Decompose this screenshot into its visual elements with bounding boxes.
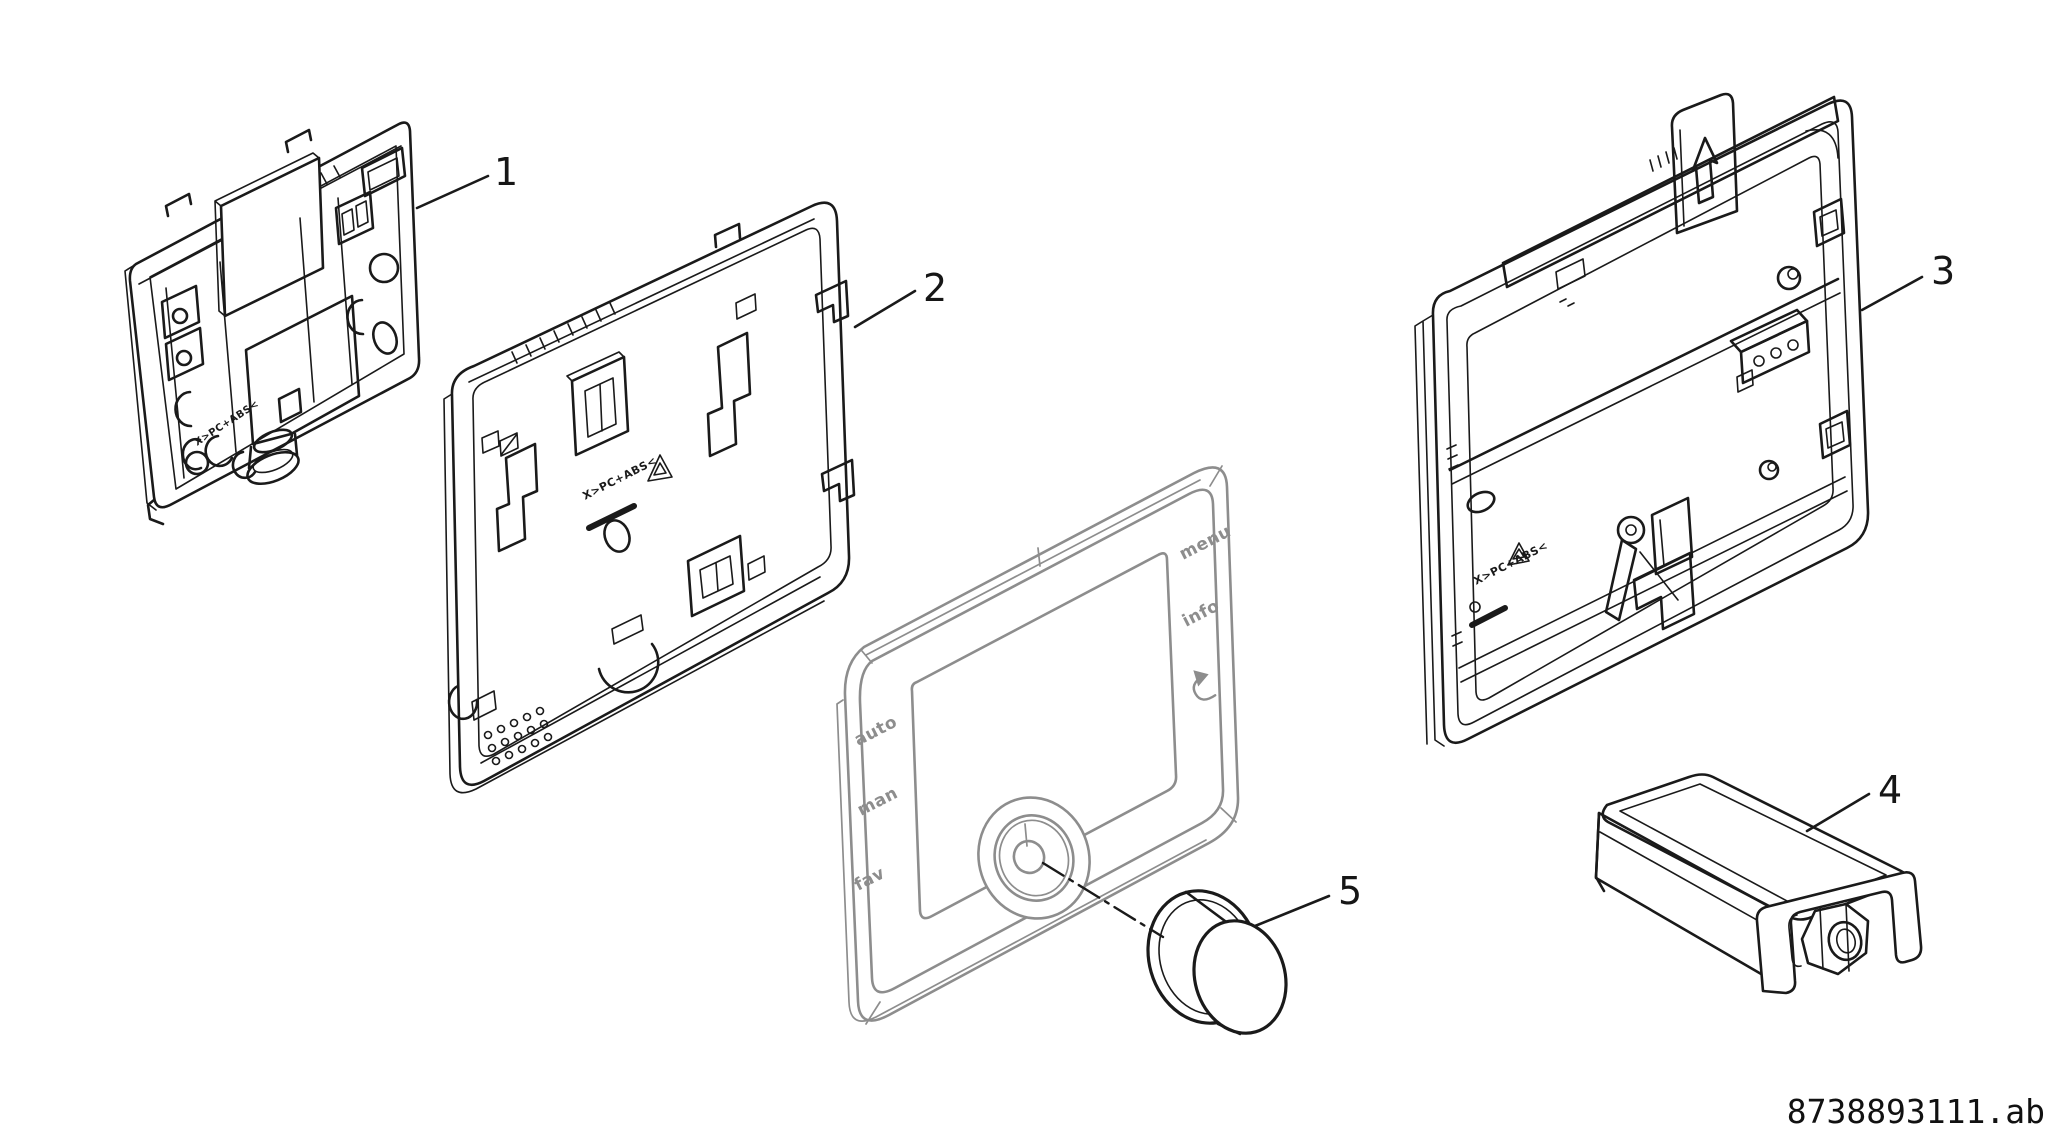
part3-side-tab	[1818, 409, 1852, 460]
part2-square-boss	[686, 534, 746, 618]
assembly-axis-line	[1041, 861, 1165, 939]
part3-lower-rails	[1458, 476, 1848, 683]
part1-side-face	[124, 265, 157, 511]
part1-cylinder-flange	[246, 450, 300, 486]
part2-material-marking: X>PC+ABS<	[580, 454, 659, 503]
part4-lid-seam	[1619, 783, 1887, 909]
part-5-rotary-knob	[1146, 889, 1288, 1036]
part-3-wall-mounting-plate: X>PC+ABS<	[1414, 92, 1870, 747]
part1-terminal-block	[164, 326, 205, 382]
part1-terminal-block	[160, 284, 201, 340]
part1-outline	[128, 121, 421, 509]
leader-lines	[415, 174, 1924, 939]
part3-latch-lever	[1604, 496, 1696, 631]
part3-frame-inner	[1446, 121, 1854, 726]
part2-inner-wall	[472, 227, 832, 757]
up-arrow-icon	[1691, 136, 1719, 205]
part2-stepped-cutout	[495, 442, 539, 553]
part4-bracket	[1755, 871, 1923, 995]
knob-socket	[977, 796, 1091, 920]
part1-snap-clip	[204, 434, 234, 468]
part2-square-boss	[570, 355, 630, 457]
callout-1: 1	[494, 150, 519, 194]
part2-cable-notch	[597, 642, 660, 694]
part1-terminal-block	[334, 190, 375, 246]
leader-line-4	[1805, 792, 1871, 833]
drawing-number: 8738893111.ab	[1786, 1092, 2045, 1131]
part3-side-tab	[1812, 197, 1846, 248]
leader-line-1	[415, 174, 490, 210]
return-arrow-icon	[1192, 670, 1217, 701]
part1-display-window	[219, 156, 325, 318]
part-1-electronics-module: X>PC+ABS<	[124, 121, 421, 526]
part2-serrations	[511, 302, 616, 364]
part3-screw-boss	[1776, 265, 1802, 291]
callout-2: 2	[923, 266, 948, 310]
part3-number-marking	[1469, 605, 1508, 628]
part4-cable-gland-nut	[1800, 902, 1870, 976]
button-label-auto: auto	[851, 712, 901, 750]
part1-snap-clip	[231, 450, 257, 480]
button-label-menu: menu	[1176, 521, 1234, 564]
callout-3: 3	[1931, 249, 1956, 293]
leader-line-3	[1860, 275, 1924, 312]
callout-4: 4	[1878, 768, 1903, 812]
unit-side-face	[836, 699, 1207, 1022]
part3-snap-tab	[1670, 92, 1739, 235]
part1-snap-clip	[346, 298, 365, 336]
part2-side-face	[443, 393, 825, 794]
part3-serrations	[1649, 147, 1678, 172]
part3-top-rail	[1501, 95, 1840, 289]
unit-display-screen	[910, 552, 1178, 920]
part-4-sensor-box	[1594, 773, 1923, 995]
part1-lower-flap	[244, 294, 361, 446]
part3-rail	[1448, 277, 1840, 472]
unit-frame-mitres	[861, 465, 1237, 1025]
part1-top-tabs	[164, 128, 313, 218]
part2-stepped-cutout	[706, 331, 752, 458]
recycling-triangle-icon	[1507, 542, 1530, 566]
part3-screw-boss	[1758, 459, 1780, 481]
unit-front-frame	[858, 488, 1225, 994]
part3-back-plate	[1466, 155, 1834, 701]
part2-outline	[450, 201, 851, 786]
part4-gland-hole	[1827, 920, 1863, 962]
button-label-fav: fav	[851, 863, 888, 895]
part3-outline	[1431, 99, 1870, 744]
part2-vent-holes	[483, 706, 553, 766]
part3-material-marking: X>PC+ABS<	[1471, 539, 1550, 588]
part2-snap-hook	[447, 684, 479, 721]
unit-outline	[843, 466, 1240, 1022]
part2-number-marking	[586, 503, 637, 531]
part3-cable-slot	[1466, 490, 1496, 514]
callout-5: 5	[1338, 869, 1363, 913]
part3-connector-block	[1729, 308, 1809, 354]
part3-side-face	[1414, 314, 1445, 747]
part2-top-tab	[713, 222, 742, 249]
leader-line-5	[1253, 894, 1331, 928]
button-label-man: man	[854, 783, 901, 820]
part2-snap-hook	[820, 458, 856, 503]
part1-snap-clip	[174, 390, 193, 428]
part2-snap-hook	[814, 279, 850, 324]
leader-line-2	[853, 289, 917, 329]
recycling-triangle-icon	[647, 454, 673, 482]
part-2-rear-housing: X>PC+ABS<	[443, 201, 856, 794]
part1-snap-clip	[181, 438, 203, 471]
knob-front-disc	[1192, 919, 1288, 1035]
